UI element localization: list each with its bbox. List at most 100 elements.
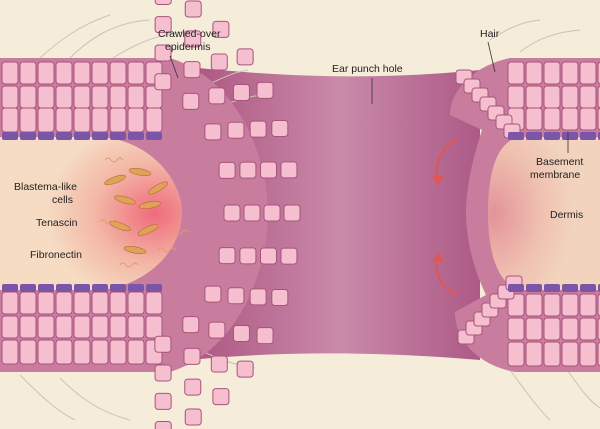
epidermis-cell [127, 107, 145, 133]
epidermis-cell [271, 288, 289, 306]
epidermis-cell [1, 61, 19, 85]
epidermis-cell [579, 341, 597, 367]
epidermis-cell [184, 378, 202, 396]
epidermis-cell [91, 61, 109, 85]
blastema-cell [123, 246, 147, 254]
epidermis-cell [109, 315, 127, 339]
epidermis-cell [184, 408, 202, 426]
epidermis-cell [256, 327, 274, 345]
extracellular-matrix-fiber [119, 262, 139, 268]
basement-cell [2, 132, 18, 140]
epidermis-cell [561, 85, 579, 109]
epidermis-cell [525, 61, 543, 85]
blastema-cell [128, 168, 152, 176]
epidermis-cell [239, 247, 257, 265]
epidermis-cell [183, 347, 201, 365]
blastema-cell [137, 224, 159, 236]
epidermis-cell [263, 204, 281, 222]
epidermis-cells-left [1, 0, 301, 429]
epidermis-cell [109, 61, 127, 85]
epidermis-cell [154, 73, 172, 91]
basement-cell [74, 132, 90, 140]
epidermis-cell [127, 291, 145, 315]
epidermis-cell [543, 317, 561, 341]
basement-cell [562, 132, 578, 140]
epidermis-cell [507, 85, 525, 109]
epidermis-cell [525, 341, 543, 367]
epidermis-cell [127, 315, 145, 339]
epidermis-cell [109, 85, 127, 109]
basement-cell [92, 284, 108, 292]
epidermis-cell [1, 85, 19, 109]
arrowhead-up-icon [432, 252, 444, 262]
label-crawled-over-epidermis-line1: Crawled-over [158, 28, 221, 40]
basement-cell [20, 132, 36, 140]
epidermis-cell [91, 107, 109, 133]
extracellular-matrix-fiber [104, 157, 124, 163]
epidermis-cell [19, 61, 37, 85]
epidermis-cell [525, 293, 543, 317]
epidermis-cell [579, 293, 597, 317]
epidermis-cell [1, 291, 19, 315]
basement-cell [128, 284, 144, 292]
epidermis-cell [154, 16, 172, 34]
basement-cell [526, 132, 542, 140]
epidermis-cell [212, 20, 230, 38]
epidermis-cell [19, 291, 37, 315]
epidermis-cell [543, 61, 561, 85]
label-hair: Hair [480, 28, 500, 40]
epidermis-cell [73, 85, 91, 109]
epidermis-cell [259, 247, 277, 265]
basement-cell [56, 132, 72, 140]
epidermis-cell [223, 204, 241, 222]
epidermis-cell [283, 204, 301, 222]
epidermis-cell [73, 339, 91, 365]
arrowhead-down-icon [432, 176, 444, 186]
blastema-cell [148, 181, 168, 195]
epidermis-cell [239, 161, 257, 179]
blastema-cell [138, 201, 162, 209]
epidermis-cell [507, 317, 525, 341]
epidermis-cell [154, 392, 172, 410]
epidermis-cell [37, 61, 55, 85]
basement-cell [508, 284, 524, 292]
arrowheads [432, 176, 444, 262]
epidermis-cell [507, 293, 525, 317]
epidermis-cell [525, 85, 543, 109]
epidermis-cell [1, 107, 19, 133]
dermis-right [488, 137, 600, 290]
label-blastema-line2: cells [52, 194, 73, 206]
epidermis-cell [280, 247, 298, 265]
epidermis-cell [19, 315, 37, 339]
basement-cell [580, 284, 596, 292]
epidermis-cell [1, 339, 19, 365]
epidermis-cell [218, 161, 236, 179]
epidermis-cell [232, 324, 250, 342]
basement-cell [508, 132, 524, 140]
epidermis-cell [154, 421, 172, 429]
epidermis-cell [212, 388, 230, 406]
epidermis-cell [561, 107, 579, 131]
label-fibronectin: Fibronectin [30, 249, 82, 261]
epidermis-cell [218, 247, 236, 265]
basement-cell [92, 132, 108, 140]
label-ear-punch-hole: Ear punch hole [332, 63, 403, 75]
epidermis-cell [109, 107, 127, 133]
epidermis-cell [561, 293, 579, 317]
epidermis-cell [127, 85, 145, 109]
epidermis-cell [210, 355, 228, 373]
extracellular-matrix-fiber [99, 219, 119, 225]
epidermis-cell [256, 81, 274, 99]
epidermis-cell [204, 123, 222, 141]
epidermis-cell [127, 339, 145, 365]
basement-membrane-left [2, 132, 162, 292]
epidermis-cell [37, 291, 55, 315]
extracellular-matrix-fiber [157, 247, 177, 253]
dermis-left [0, 137, 182, 290]
epidermis-cells-right [455, 61, 600, 367]
epidermis-cell [579, 85, 597, 109]
epidermis-cell [37, 85, 55, 109]
basement-cell [38, 284, 54, 292]
blastema-cell [109, 220, 131, 232]
epidermis-cell [227, 121, 245, 139]
